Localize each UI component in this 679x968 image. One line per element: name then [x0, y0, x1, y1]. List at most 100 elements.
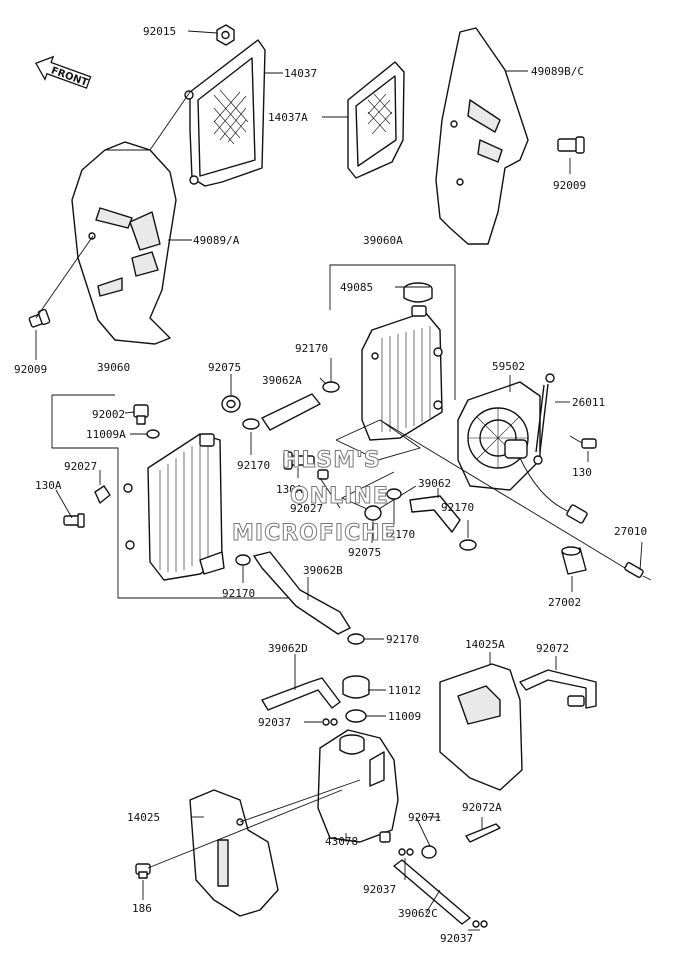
label-92037-c: 92037: [440, 932, 473, 945]
watermark-line-1: HLSM'S: [282, 448, 381, 473]
gasket-11009: [345, 709, 367, 723]
label-92170-b: 92170: [237, 459, 270, 472]
label-39062B: 39062B: [303, 564, 343, 577]
collar-92027-left: [94, 485, 111, 504]
label-27002: 27002: [548, 596, 581, 609]
radiator-shroud-49089BC: [435, 27, 529, 245]
label-92072: 92072: [536, 642, 569, 655]
clip-92037-c: [472, 920, 488, 928]
clamp-92170-f: [347, 633, 365, 645]
cover-14025A: [439, 663, 523, 791]
cover-14025: [189, 789, 279, 917]
label-92170-a: 92170: [295, 342, 328, 355]
watermark: HLSM'S ONLINE MICROFICHE: [232, 448, 397, 547]
label-39060A: 39060A: [363, 234, 403, 247]
clamp-92170-c: [459, 539, 477, 551]
radiator-shroud-49089A: [71, 141, 177, 345]
cooling-fan-59502: [457, 381, 588, 524]
label-92037-a: 92037: [258, 716, 291, 729]
label-92015: 92015: [143, 25, 176, 38]
label-39062: 39062: [418, 477, 451, 490]
label-49089BC: 49089B/C: [531, 65, 584, 78]
bolt-130: [569, 435, 597, 449]
label-11012: 11012: [388, 684, 421, 697]
label-130: 130: [572, 466, 592, 479]
label-92002: 92002: [92, 408, 125, 421]
label-59502: 59502: [492, 360, 525, 373]
label-92170-e: 92170: [222, 587, 255, 600]
label-49089A: 49089/A: [193, 234, 240, 247]
label-92170-f: 92170: [386, 633, 419, 646]
nut-92015: [216, 24, 235, 46]
grommet-92071: [421, 845, 437, 859]
clamp-92170-b: [242, 418, 260, 430]
label-39060: 39060: [97, 361, 130, 374]
clamp-92170-e: [235, 554, 251, 566]
bolt-92009-left: [28, 308, 51, 328]
label-92027-a: 92027: [64, 460, 97, 473]
thermo-switch-27010: [624, 562, 652, 581]
watermark-line-3: MICROFICHE: [232, 521, 397, 546]
label-130A-a: 130A: [35, 479, 62, 492]
label-39062A: 39062A: [262, 374, 302, 387]
label-27010: 27010: [614, 525, 647, 538]
reservoir-tank-43078: [317, 729, 399, 843]
label-26011: 26011: [572, 396, 605, 409]
label-14025A: 14025A: [465, 638, 505, 651]
label-11009A: 11009A: [86, 428, 126, 441]
clamp-92170-d: [386, 488, 402, 500]
label-14025: 14025: [127, 811, 160, 824]
part-labels: 92015 14037 14037A 49089B/C 92009 49089/…: [14, 25, 647, 945]
watermark-line-2: ONLINE: [290, 484, 389, 509]
grommet-92075-lower: [364, 505, 382, 521]
label-92071: 92071: [408, 811, 441, 824]
hose-39062C: [393, 859, 471, 925]
label-14037A: 14037A: [268, 111, 308, 124]
bolt-92009-right: [557, 136, 585, 154]
ground-wire-26011: [533, 373, 555, 465]
group-frame-39060A: [329, 264, 456, 400]
radiator-grille-14037A: [347, 61, 405, 179]
clip-92037-a: [322, 718, 338, 726]
radiator-cap-49085: [403, 282, 433, 303]
hose-39062B: [253, 551, 351, 635]
label-92009-left: 92009: [14, 363, 47, 376]
label-92037-b: 92037: [363, 883, 396, 896]
label-92075-b: 92075: [348, 546, 381, 559]
label-49085: 49085: [340, 281, 373, 294]
drain-plug-92002: [133, 404, 149, 425]
hose-39062: [409, 495, 461, 533]
collar-92027-center: [317, 469, 329, 480]
front-arrow: FRONT: [34, 55, 92, 89]
hose-39062D: [261, 677, 341, 711]
radiator-39060A: [361, 305, 443, 441]
band-92072A: [465, 823, 501, 843]
washer-11009A: [146, 429, 160, 439]
label-39062C: 39062C: [398, 907, 438, 920]
cap-27002: [561, 546, 587, 575]
bolt-186: [135, 863, 151, 879]
bolt-130A-left: [63, 513, 85, 528]
label-92027-b: 92027: [290, 502, 323, 515]
label-92009-right: 92009: [553, 179, 586, 192]
label-11009: 11009: [388, 710, 421, 723]
bracket-92072: [519, 669, 597, 709]
label-14037: 14037: [284, 67, 317, 80]
grommet-92075-upper: [221, 395, 241, 413]
clip-92037-b: [398, 848, 414, 856]
label-130A-b: 130A: [276, 483, 303, 496]
label-186: 186: [132, 902, 152, 915]
hose-39062A: [261, 393, 321, 431]
label-92075-a: 92075: [208, 361, 241, 374]
reservoir-cap-11012: [342, 675, 370, 699]
radiator-39060: [123, 433, 225, 581]
group-frame-39060: [51, 395, 300, 599]
bolt-130A-center: [283, 451, 315, 470]
leader-lines: [35, 30, 643, 931]
radiator-grille-14037: [184, 39, 266, 187]
label-92072A: 92072A: [462, 801, 502, 814]
label-92170-d: 92170: [382, 528, 415, 541]
label-43078: 43078: [325, 835, 358, 848]
label-92170-c: 92170: [441, 501, 474, 514]
